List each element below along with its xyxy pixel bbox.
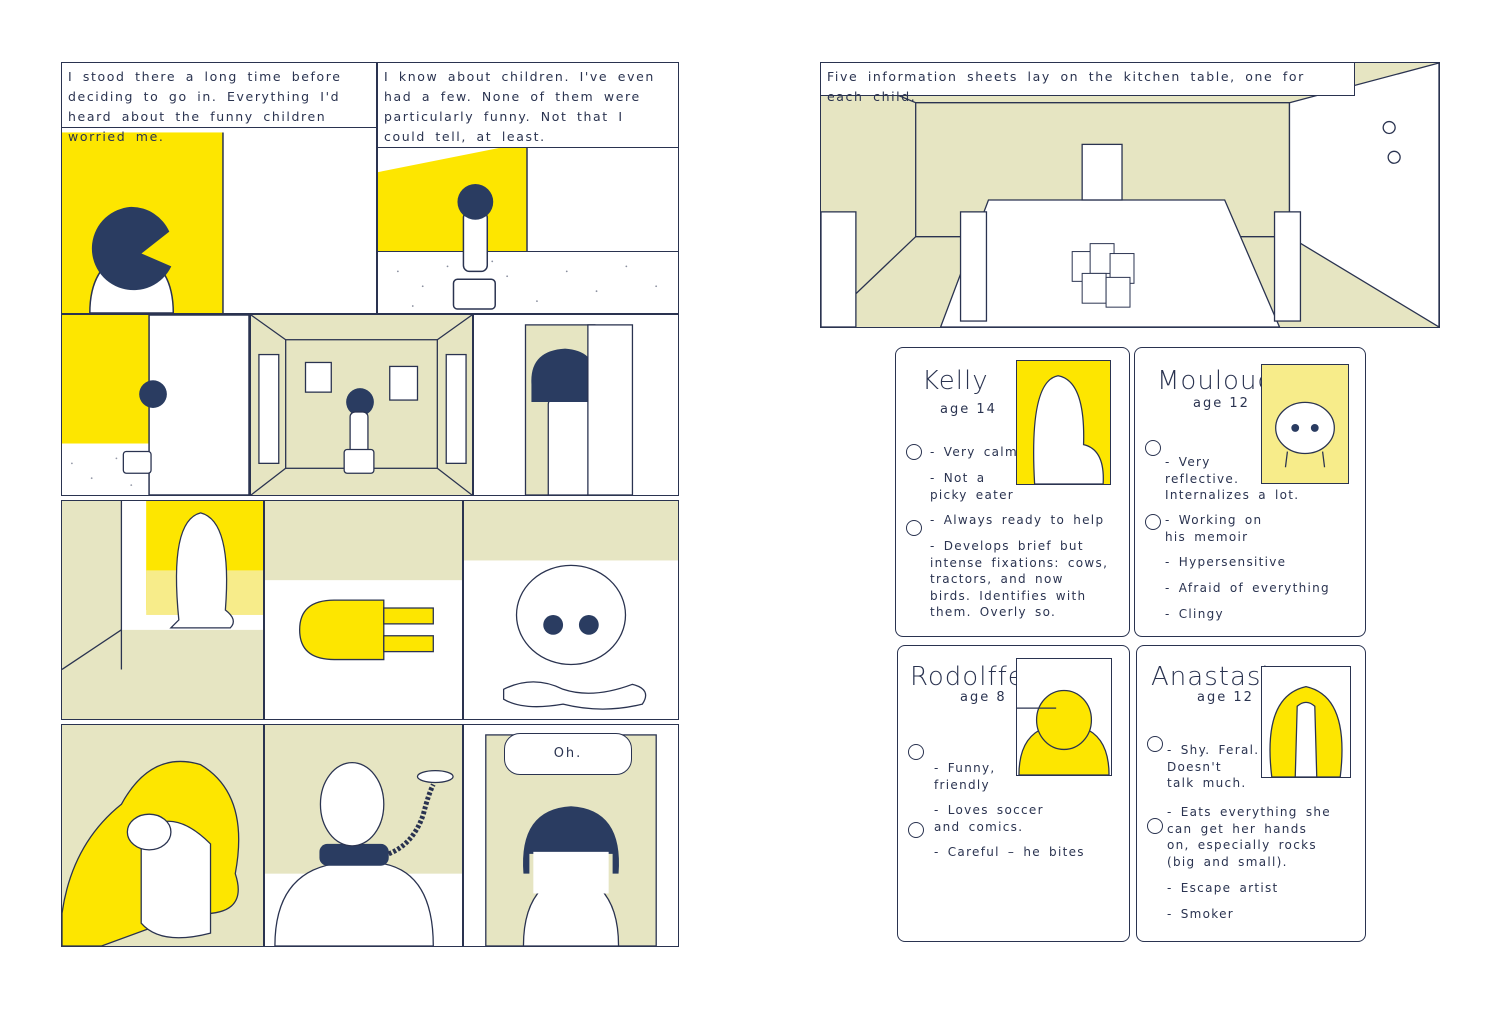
panel-kelly-silhouette	[61, 500, 264, 720]
panel-child-peeking	[473, 314, 679, 496]
trait-item: - Careful – he bites	[934, 845, 1085, 859]
child-age: age 12	[1193, 396, 1250, 411]
trait-item: - Smoker	[1167, 907, 1235, 921]
panel-standing-with-suitcase	[377, 62, 679, 314]
info-sheet-mouloud: Mouloud age 12 - Very reflective. Intern…	[1134, 347, 1366, 637]
panel-anastasia-eating	[61, 724, 264, 947]
info-sheet-kelly: Kelly age 14 - Very calm - Not a picky e…	[895, 347, 1130, 637]
checkbox	[1147, 818, 1163, 834]
panel-rodolffe-back	[264, 724, 463, 947]
child-age: age 14	[940, 402, 997, 417]
checkbox	[1145, 514, 1161, 530]
trait-item: - Afraid of everything	[1165, 581, 1330, 595]
caption-know-about-children: I know about children. I've even had a f…	[377, 62, 679, 148]
trait-item: - Loves soccer and comics.	[934, 803, 1044, 834]
trait-item: - Very calm	[930, 445, 1018, 459]
child-age: age 8	[960, 690, 1007, 705]
panel-hallway	[250, 314, 473, 496]
trait-item: - Working on his memoir	[1165, 513, 1263, 544]
child-photo-kelly	[1016, 360, 1111, 485]
speech-bubble-oh: Oh.	[504, 733, 632, 775]
child-photo-mouloud	[1261, 364, 1349, 484]
trait-item: - Develops brief but intense fixations: …	[930, 539, 1109, 619]
trait-item: - Shy. Feral. Doesn't talk much.	[1167, 743, 1260, 790]
child-name: Kelly	[922, 366, 989, 396]
checkbox	[908, 822, 924, 838]
panel-kitchen-table	[820, 62, 1440, 328]
trait-item: - Escape artist	[1167, 881, 1279, 895]
info-sheet-anastasia: Anastasia age 12 - Shy. Feral. Doesn't t…	[1136, 645, 1366, 942]
trait-item: - Very reflective. Internalizes a lot.	[1165, 455, 1300, 502]
caption-stood-there: I stood there a long time before decidin…	[61, 62, 377, 144]
trait-item: - Funny, friendly	[934, 761, 996, 792]
child-photo-anastasia	[1261, 666, 1351, 778]
trait-item: - Clingy	[1165, 607, 1224, 621]
checkbox	[908, 744, 924, 760]
checkbox	[1145, 440, 1161, 456]
child-age: age 12	[1197, 690, 1254, 705]
child-name: Mouloud	[1157, 366, 1275, 396]
panel-doorway-entry	[61, 314, 250, 496]
panel-crying-child	[463, 500, 679, 720]
child-name: Rodolffe	[910, 662, 1025, 692]
trait-item: - Eats everything she can get her hands …	[1167, 805, 1331, 869]
checkbox	[906, 520, 922, 536]
caption-five-information-sheets: Five information sheets lay on the kitch…	[820, 62, 1355, 104]
trait-item: - Always ready to help	[930, 513, 1105, 527]
checkbox	[906, 444, 922, 460]
trait-item: - Not a picky eater	[930, 471, 1015, 502]
left-comic-page: I stood there a long time before decidin…	[61, 62, 679, 947]
panel-child-says-oh: Oh.	[463, 724, 679, 947]
info-sheet-rodolffe: Rodolffe age 8 - Funny, friendly - Loves…	[897, 645, 1130, 942]
checkbox	[1147, 736, 1163, 752]
right-comic-page: Five information sheets lay on the kitch…	[750, 0, 1500, 1029]
trait-item: - Hypersensitive	[1165, 555, 1287, 569]
panel-child-lying-down	[264, 500, 463, 720]
child-photo-rodolffe	[1016, 658, 1112, 776]
